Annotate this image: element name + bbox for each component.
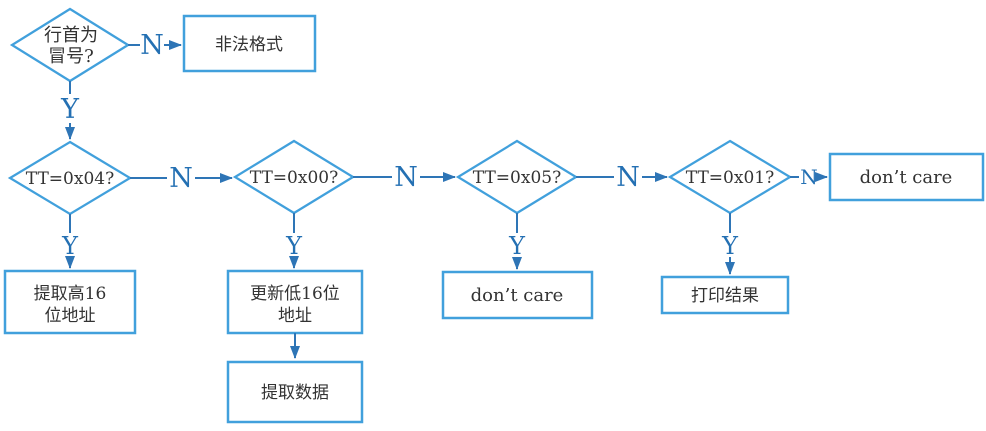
extract-high-label-line2: 位地址	[45, 306, 96, 326]
edge-tt01-no-label: N	[800, 165, 818, 189]
print-result-label: 打印结果	[691, 286, 759, 306]
print-result-box	[660, 275, 790, 315]
tt-0x04-label: TT=0x04?	[26, 169, 114, 189]
edge-tt04-yes-label: Y	[61, 232, 79, 260]
edge-tt05-yes-label: Y	[508, 232, 526, 260]
dont-care-mid-label: don’t care	[471, 285, 564, 306]
tt-0x01-label: TT=0x01?	[686, 168, 774, 188]
edge-tt04-no-label: N	[169, 163, 193, 194]
edge-tt00-no-label: N	[394, 162, 418, 193]
extract-high-box	[3, 269, 137, 335]
dont-care-end-box	[828, 152, 985, 202]
invalid-format-label: 非法格式	[215, 35, 283, 55]
edge-tt01-yes-label: Y	[721, 232, 739, 260]
dont-care-mid-box	[441, 270, 594, 320]
edge-start-yes-label: Y	[60, 94, 80, 125]
tt-0x00-label: TT=0x00?	[250, 168, 338, 188]
edge-tt05-no-label: N	[616, 162, 640, 193]
start-decision-label-line2: 冒号?	[48, 46, 94, 67]
update-low-label-line1: 更新低16位	[250, 284, 340, 304]
edge-start-no-label: N	[140, 30, 164, 61]
extract-high-label-line1: 提取高16	[34, 284, 107, 304]
edge-tt00-yes-label: Y	[285, 232, 303, 260]
update-low-label-line2: 地址	[278, 306, 312, 326]
extract-data-label: 提取数据	[261, 383, 329, 403]
extract-data-box	[226, 360, 364, 424]
tt-0x05-label: TT=0x05?	[473, 168, 561, 188]
invalid-format-box	[182, 14, 317, 73]
start-decision-label-line1: 行首为	[44, 25, 98, 46]
dont-care-end-label: don’t care	[860, 167, 953, 188]
